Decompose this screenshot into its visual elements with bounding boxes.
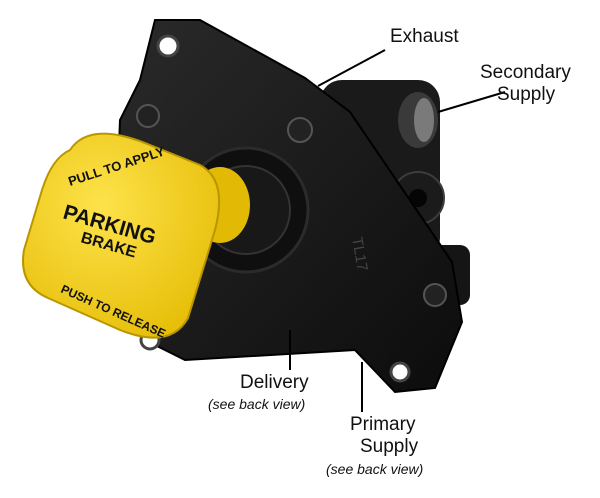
body-marking: TL17 [348, 236, 371, 273]
screw [287, 117, 313, 143]
primary-supply-note: (see back view) [326, 461, 424, 477]
primary-supply-label-line2: Supply [360, 436, 419, 457]
delivery-note: (see back view) [208, 396, 306, 412]
secondary-supply-fitting [414, 98, 434, 142]
primary-supply-label-line1: Primary [350, 414, 416, 435]
delivery-label: Delivery [240, 372, 309, 393]
callout-leaders [289, 49, 506, 412]
exhaust-leader-line [317, 49, 386, 87]
mounting-hole [156, 34, 180, 58]
screw [136, 104, 160, 128]
exhaust-label: Exhaust [390, 26, 459, 47]
parking-brake-knob[interactable]: PULL TO APPLY PARKING BRAKE PUSH TO RELE… [22, 132, 250, 341]
secondary-supply-label-line2: Supply [497, 84, 556, 105]
secondary-supply-label-line1: Secondary [480, 62, 571, 83]
mounting-hole [389, 361, 411, 383]
screw [423, 283, 447, 307]
secondary-supply-leader-line [437, 91, 506, 113]
